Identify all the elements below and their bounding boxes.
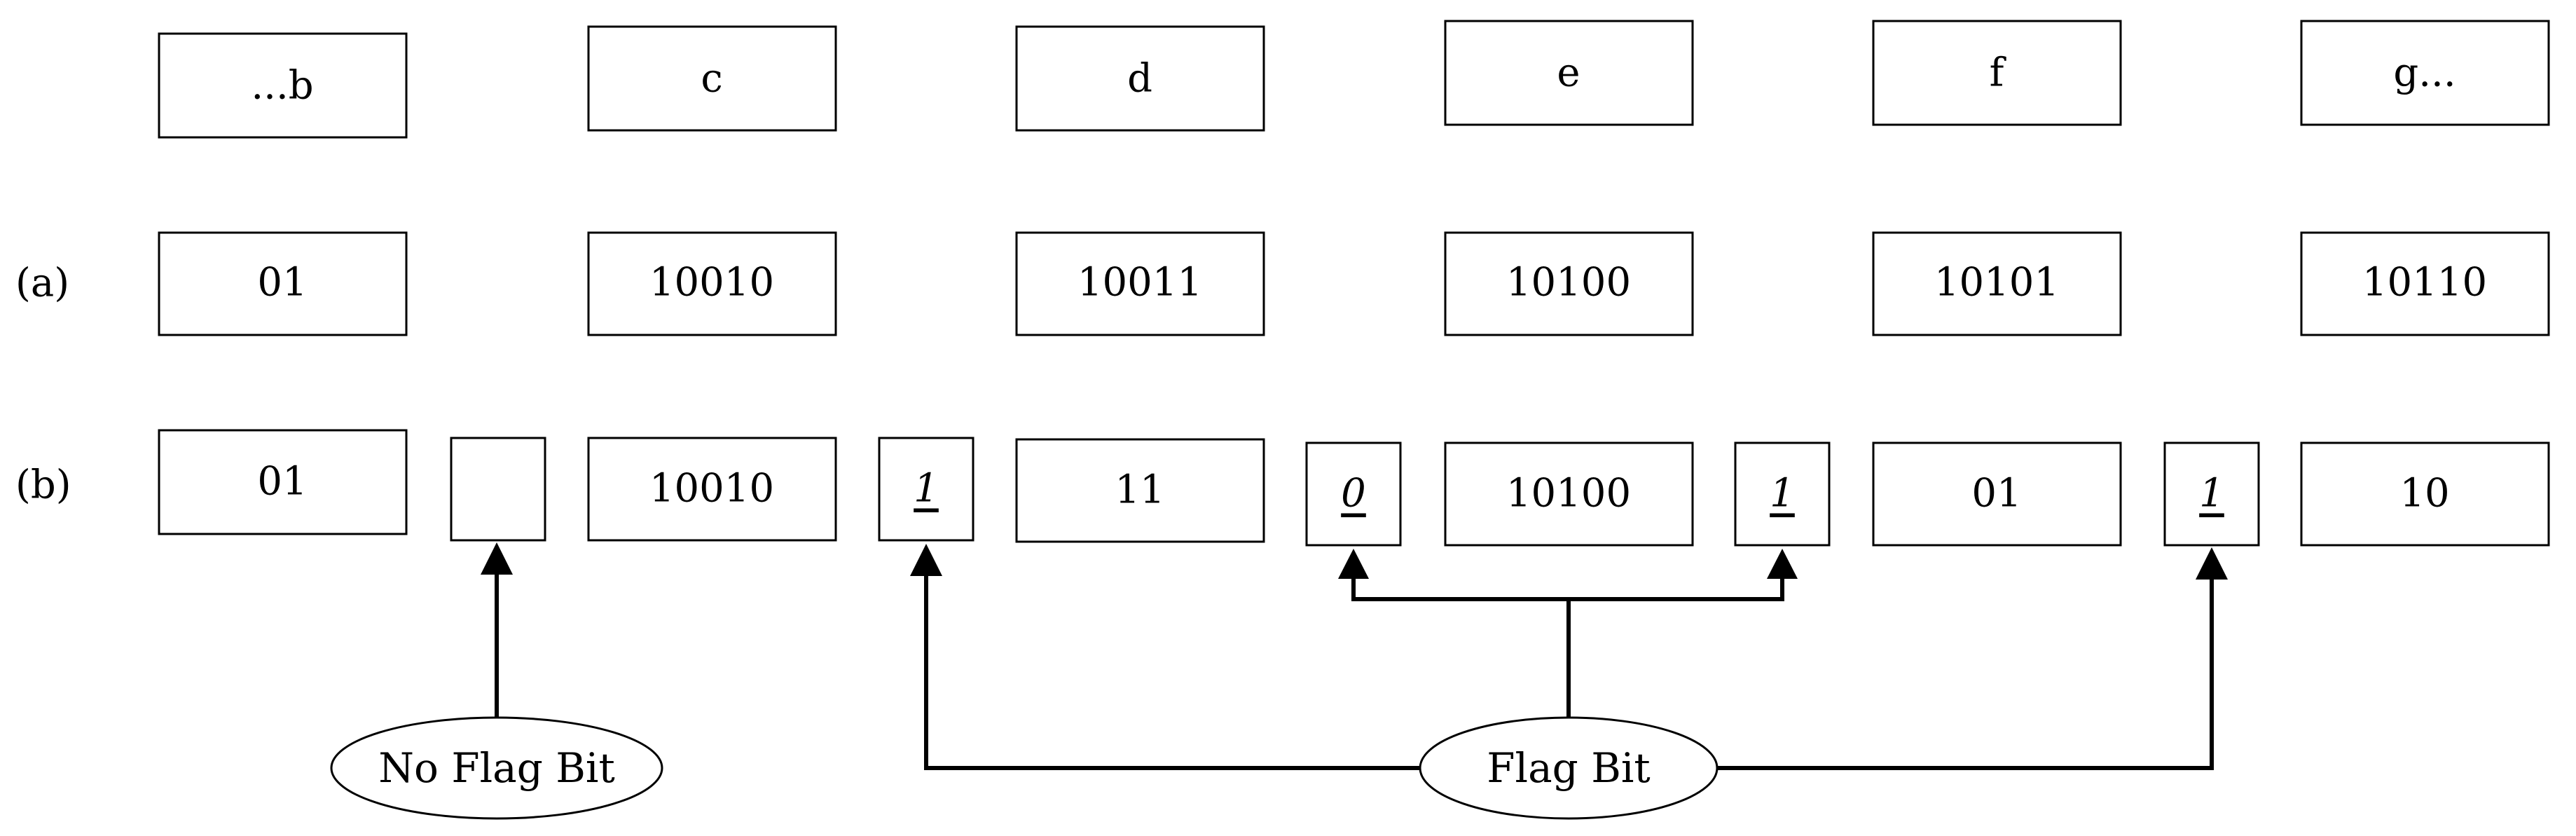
row-b-box-2: 10010 [587,437,837,542]
row-a-code-1: 01 [257,260,307,306]
row-b-code-3: 11 [1115,467,1164,513]
row-b-flag-box-3: 1 [1734,441,1831,547]
row-b-flag-4: 1 [2199,471,2224,516]
connectors [481,542,2228,770]
row-b-code-4: 10100 [1506,471,1631,516]
flag-2-arrowhead [1338,549,1369,579]
flag-branch-line [1351,578,1784,601]
letter-box-c: c [587,25,837,132]
letter-box-b: ...b [158,32,408,139]
row-b-box-5: 01 [1872,441,2122,547]
letter-box-f: f [1872,20,2122,126]
row-a-code-2: 10010 [649,260,774,306]
letter-row: ...b c d e f g... [158,20,2550,139]
row-b-flag-box-2: 0 [1305,441,1402,547]
flag-1-arrowhead [910,544,942,576]
row-b: 01 10010 1 11 0 10100 1 [158,429,2550,547]
row-b-code-1: 01 [257,459,307,505]
row-b-flag-1: 1 [914,466,939,512]
row-b-flag-box-1: 1 [878,437,974,542]
row-a-code-5: 10101 [1934,260,2059,306]
row-b-code-5: 01 [1971,471,2021,516]
letter-c-text: c [701,56,722,102]
row-b-flag-box-4: 1 [2163,441,2260,547]
letter-b-text: ...b [251,63,313,109]
no-flag-arrowhead [481,542,513,575]
row-a-box-6: 10110 [2300,231,2550,336]
row-a-code-4: 10100 [1506,260,1631,306]
row-a-code-6: 10110 [2362,260,2487,306]
row-b-box-1: 01 [158,429,408,535]
flag-3-arrowhead [1767,549,1798,579]
row-a-label: (a) [15,261,69,306]
row-a-box-2: 10010 [587,231,837,336]
row-b-empty-flag-box [450,437,546,542]
no-flag-ellipse [330,716,663,820]
letter-g-text: g... [2393,50,2456,96]
row-b-label: (b) [15,462,71,508]
row-a-code-3: 10011 [1077,260,1202,306]
no-flag-callout: No Flag Bit [330,716,663,820]
letter-box-d: d [1015,25,1265,132]
letter-box-g: g... [2300,20,2550,126]
no-flag-label: No Flag Bit [378,744,615,792]
row-a-box-4: 10100 [1444,231,1694,336]
flag-4-arrowhead [2196,547,2228,580]
letter-box-e: e [1444,20,1694,126]
letter-e-text: e [1557,50,1580,96]
letter-d-text: d [1127,56,1152,102]
row-b-box-3: 11 [1015,438,1265,543]
row-b-box-4: 10100 [1444,441,1694,547]
row-a-box-3: 10011 [1015,231,1265,336]
row-b-box-6: 10 [2300,441,2550,547]
flag-label: Flag Bit [1487,744,1650,792]
flag-callout: Flag Bit [1419,716,1719,820]
row-a-box-5: 10101 [1872,231,2122,336]
row-b-flag-2: 0 [1341,471,1366,516]
flag-line-right [1716,578,2214,770]
flag-line-left [924,575,1421,770]
row-b-code-2: 10010 [649,466,774,512]
row-a-box-1: 01 [158,231,408,336]
row-a: 01 10010 10011 10100 10101 10110 [158,231,2550,336]
row-b-code-6: 10 [2399,471,2449,516]
flag-ellipse [1419,716,1719,820]
row-b-flag-3: 1 [1770,471,1795,516]
